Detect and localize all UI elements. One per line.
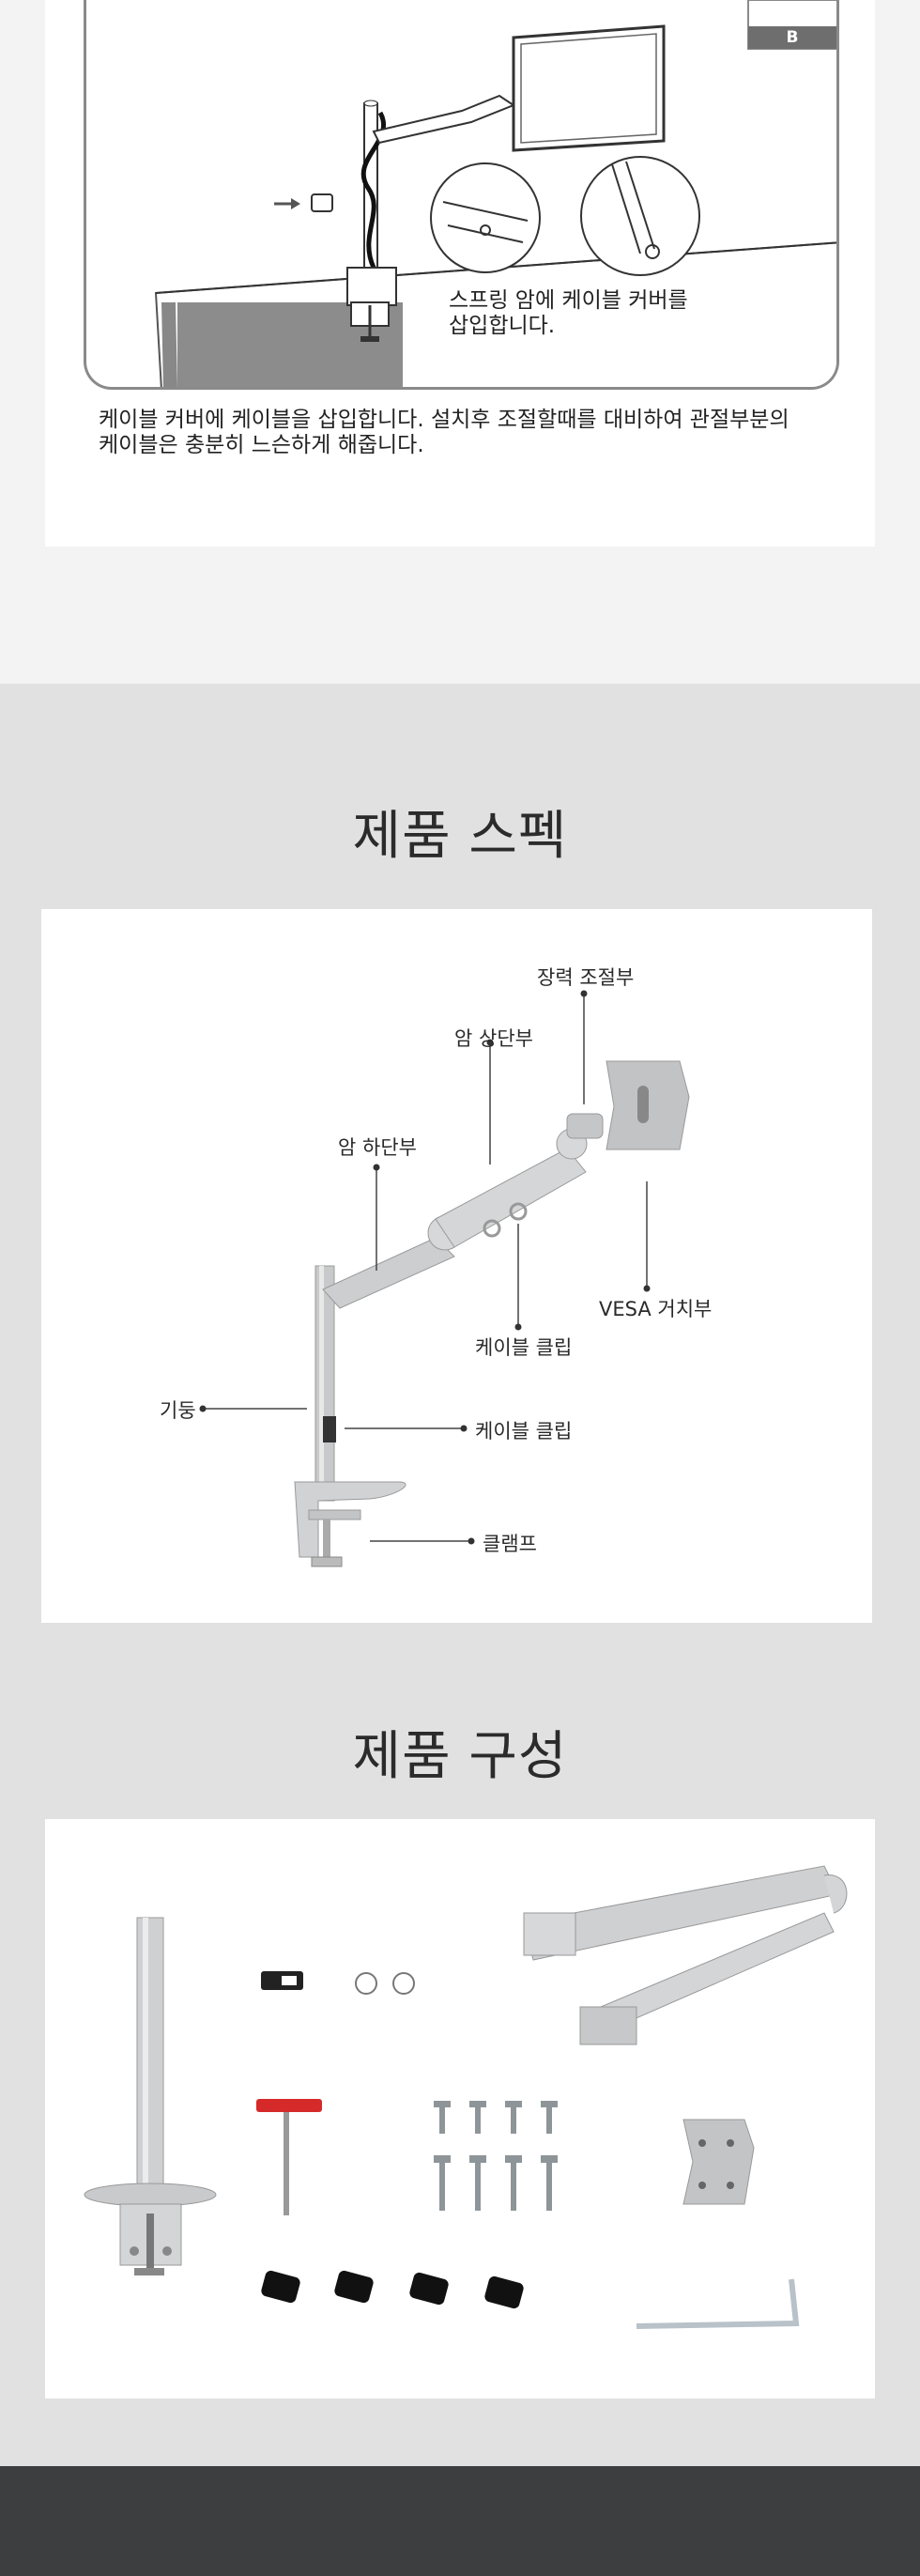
step-callout-text: 스프링 암에 케이블 커버를 삽입합니다. (449, 288, 688, 338)
step-description-line1: 케이블 커버에 케이블을 삽입합니다. 설치후 조절할때를 대비하여 관절부분의 (99, 408, 790, 432)
install-illustration (154, 0, 836, 387)
components-card (45, 1819, 875, 2399)
spec-card: 장력 조절부 암 상단부 암 하단부 VESA 거치부 케이블 클립 기둥 케이… (41, 909, 872, 1623)
spec-diagram (199, 990, 690, 1567)
label-tension: 장력 조절부 (537, 966, 635, 989)
label-cable-clip-pole: 케이블 클립 (475, 1420, 573, 1442)
label-vesa: VESA 거치부 (599, 1298, 713, 1320)
install-illustration-frame (84, 0, 839, 390)
footer-bar (0, 2466, 920, 2576)
label-cable-clip-arm: 케이블 클립 (475, 1336, 573, 1359)
step-description-line2: 케이블은 충분히 느슨하게 해줍니다. (99, 433, 424, 457)
label-clamp: 클램프 (483, 1533, 537, 1555)
components-illustration (84, 1865, 848, 2329)
step-badge-label: B (786, 28, 799, 47)
install-step-section: B 스프링 암에 케이블 커버를 삽입합니다. 케이블 커버에 케이블을 삽입합… (0, 0, 920, 684)
label-lower-arm: 암 하단부 (338, 1136, 417, 1159)
spec-title: 제품 스펙 (352, 806, 568, 867)
label-pole: 기둥 (160, 1399, 196, 1422)
components-title: 제품 구성 (352, 1726, 568, 1787)
label-upper-arm: 암 상단부 (454, 1027, 533, 1050)
